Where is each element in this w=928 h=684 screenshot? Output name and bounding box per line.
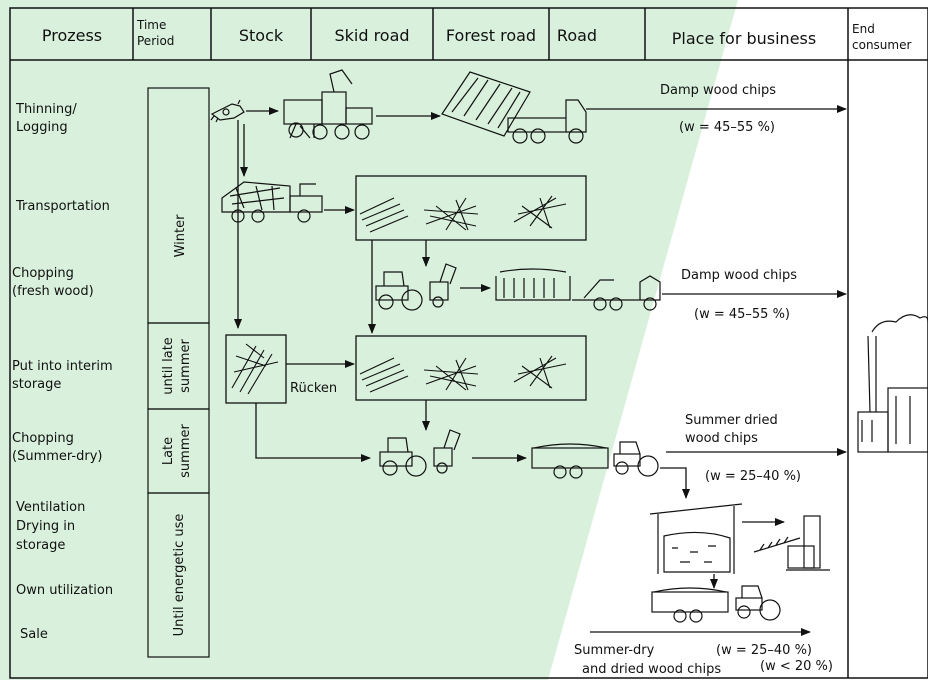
harvester-icon xyxy=(283,69,373,140)
process-thinning-1: Thinning/ xyxy=(15,102,77,117)
arrow-stock-to-chipper-2 xyxy=(255,403,371,462)
tractor-chipper-icon-2 xyxy=(379,429,461,477)
process-chopping-summer-2: (Summer-dry) xyxy=(12,449,102,464)
process-sale: Sale xyxy=(20,627,48,642)
drying-shed-icon xyxy=(649,503,743,574)
header-road: Road xyxy=(557,26,597,45)
wood-piles-icon xyxy=(359,195,567,233)
label-moisture-sale-1: (w = 25–40 %) xyxy=(716,643,812,658)
process-interim-2: storage xyxy=(12,377,61,392)
tractor-trailer-icon xyxy=(531,441,659,479)
process-chopping-summer-1: Chopping xyxy=(12,431,74,446)
header-end-line2: consumer xyxy=(852,38,911,52)
process-chopping-fresh-1: Chopping xyxy=(12,266,74,281)
green-background-area xyxy=(0,0,738,680)
header-forest-road: Forest road xyxy=(446,26,536,45)
label-moisture-sale-2: (w < 20 %) xyxy=(760,659,833,674)
label-damp-wood-chips-2: Damp wood chips xyxy=(681,268,797,283)
process-own-utilization: Own utilization xyxy=(16,583,113,598)
label-ruecken: Rücken xyxy=(290,381,337,396)
header-time-line1: Time xyxy=(136,18,166,32)
label-moisture-damp-2: (w = 45–55 %) xyxy=(694,307,790,322)
chainsaw-icon xyxy=(210,99,245,123)
header-place-for-business: Place for business xyxy=(672,29,816,48)
period-late-summer-2: summer xyxy=(178,424,193,478)
header-time-line2: Period xyxy=(137,34,174,48)
arrow-to-drying-shed xyxy=(660,467,690,499)
header-end-line1: End xyxy=(852,22,875,36)
process-thinning-2: Logging xyxy=(16,120,68,135)
process-transportation: Transportation xyxy=(15,199,110,214)
silo-boiler-icon xyxy=(753,515,830,571)
header-stock: Stock xyxy=(239,26,284,45)
process-labels: Thinning/ Logging Transportation Choppin… xyxy=(12,102,113,642)
process-ventilation-2: Drying in xyxy=(16,519,75,534)
table-grid xyxy=(9,7,928,679)
tractor-chipper-icon-1 xyxy=(375,263,457,311)
header-prozess: Prozess xyxy=(42,26,102,45)
period-until-energetic-use: Until energetic use xyxy=(172,514,187,637)
skid-road-interim-box xyxy=(355,335,587,401)
process-ventilation-3: storage xyxy=(16,538,65,553)
skid-road-storage-box xyxy=(355,175,587,241)
container-truck-icon xyxy=(441,71,587,144)
label-sale-2: and dried wood chips xyxy=(582,662,721,677)
stock-wood-pile-icon xyxy=(231,343,279,395)
period-until-late-summer-1: until late xyxy=(161,337,176,395)
period-late-summer-1: Late xyxy=(161,437,176,465)
tractor-trailer-icon-2 xyxy=(651,585,781,623)
label-sale-1: Summer-dry xyxy=(574,643,655,658)
label-moisture-damp-1: (w = 45–55 %) xyxy=(679,120,775,135)
process-interim-1: Put into interim xyxy=(12,359,113,374)
label-moisture-summer: (w = 25–40 %) xyxy=(705,469,801,484)
container-truck-icon-2 xyxy=(495,268,661,311)
label-summer-dried-1: Summer dried xyxy=(685,413,778,428)
process-chopping-fresh-2: (fresh wood) xyxy=(12,284,94,299)
period-winter: Winter xyxy=(173,214,188,258)
label-summer-dried-2: wood chips xyxy=(685,431,758,446)
period-until-late-summer-2: summer xyxy=(178,339,193,393)
power-plant-icon xyxy=(857,314,928,453)
forwarder-icon xyxy=(221,181,323,223)
time-period-boxes xyxy=(147,87,210,658)
wood-piles-icon-2 xyxy=(359,355,567,393)
label-damp-wood-chips-1: Damp wood chips xyxy=(660,83,776,98)
header-skid-road: Skid road xyxy=(334,26,409,45)
process-ventilation-1: Ventilation xyxy=(16,500,85,515)
